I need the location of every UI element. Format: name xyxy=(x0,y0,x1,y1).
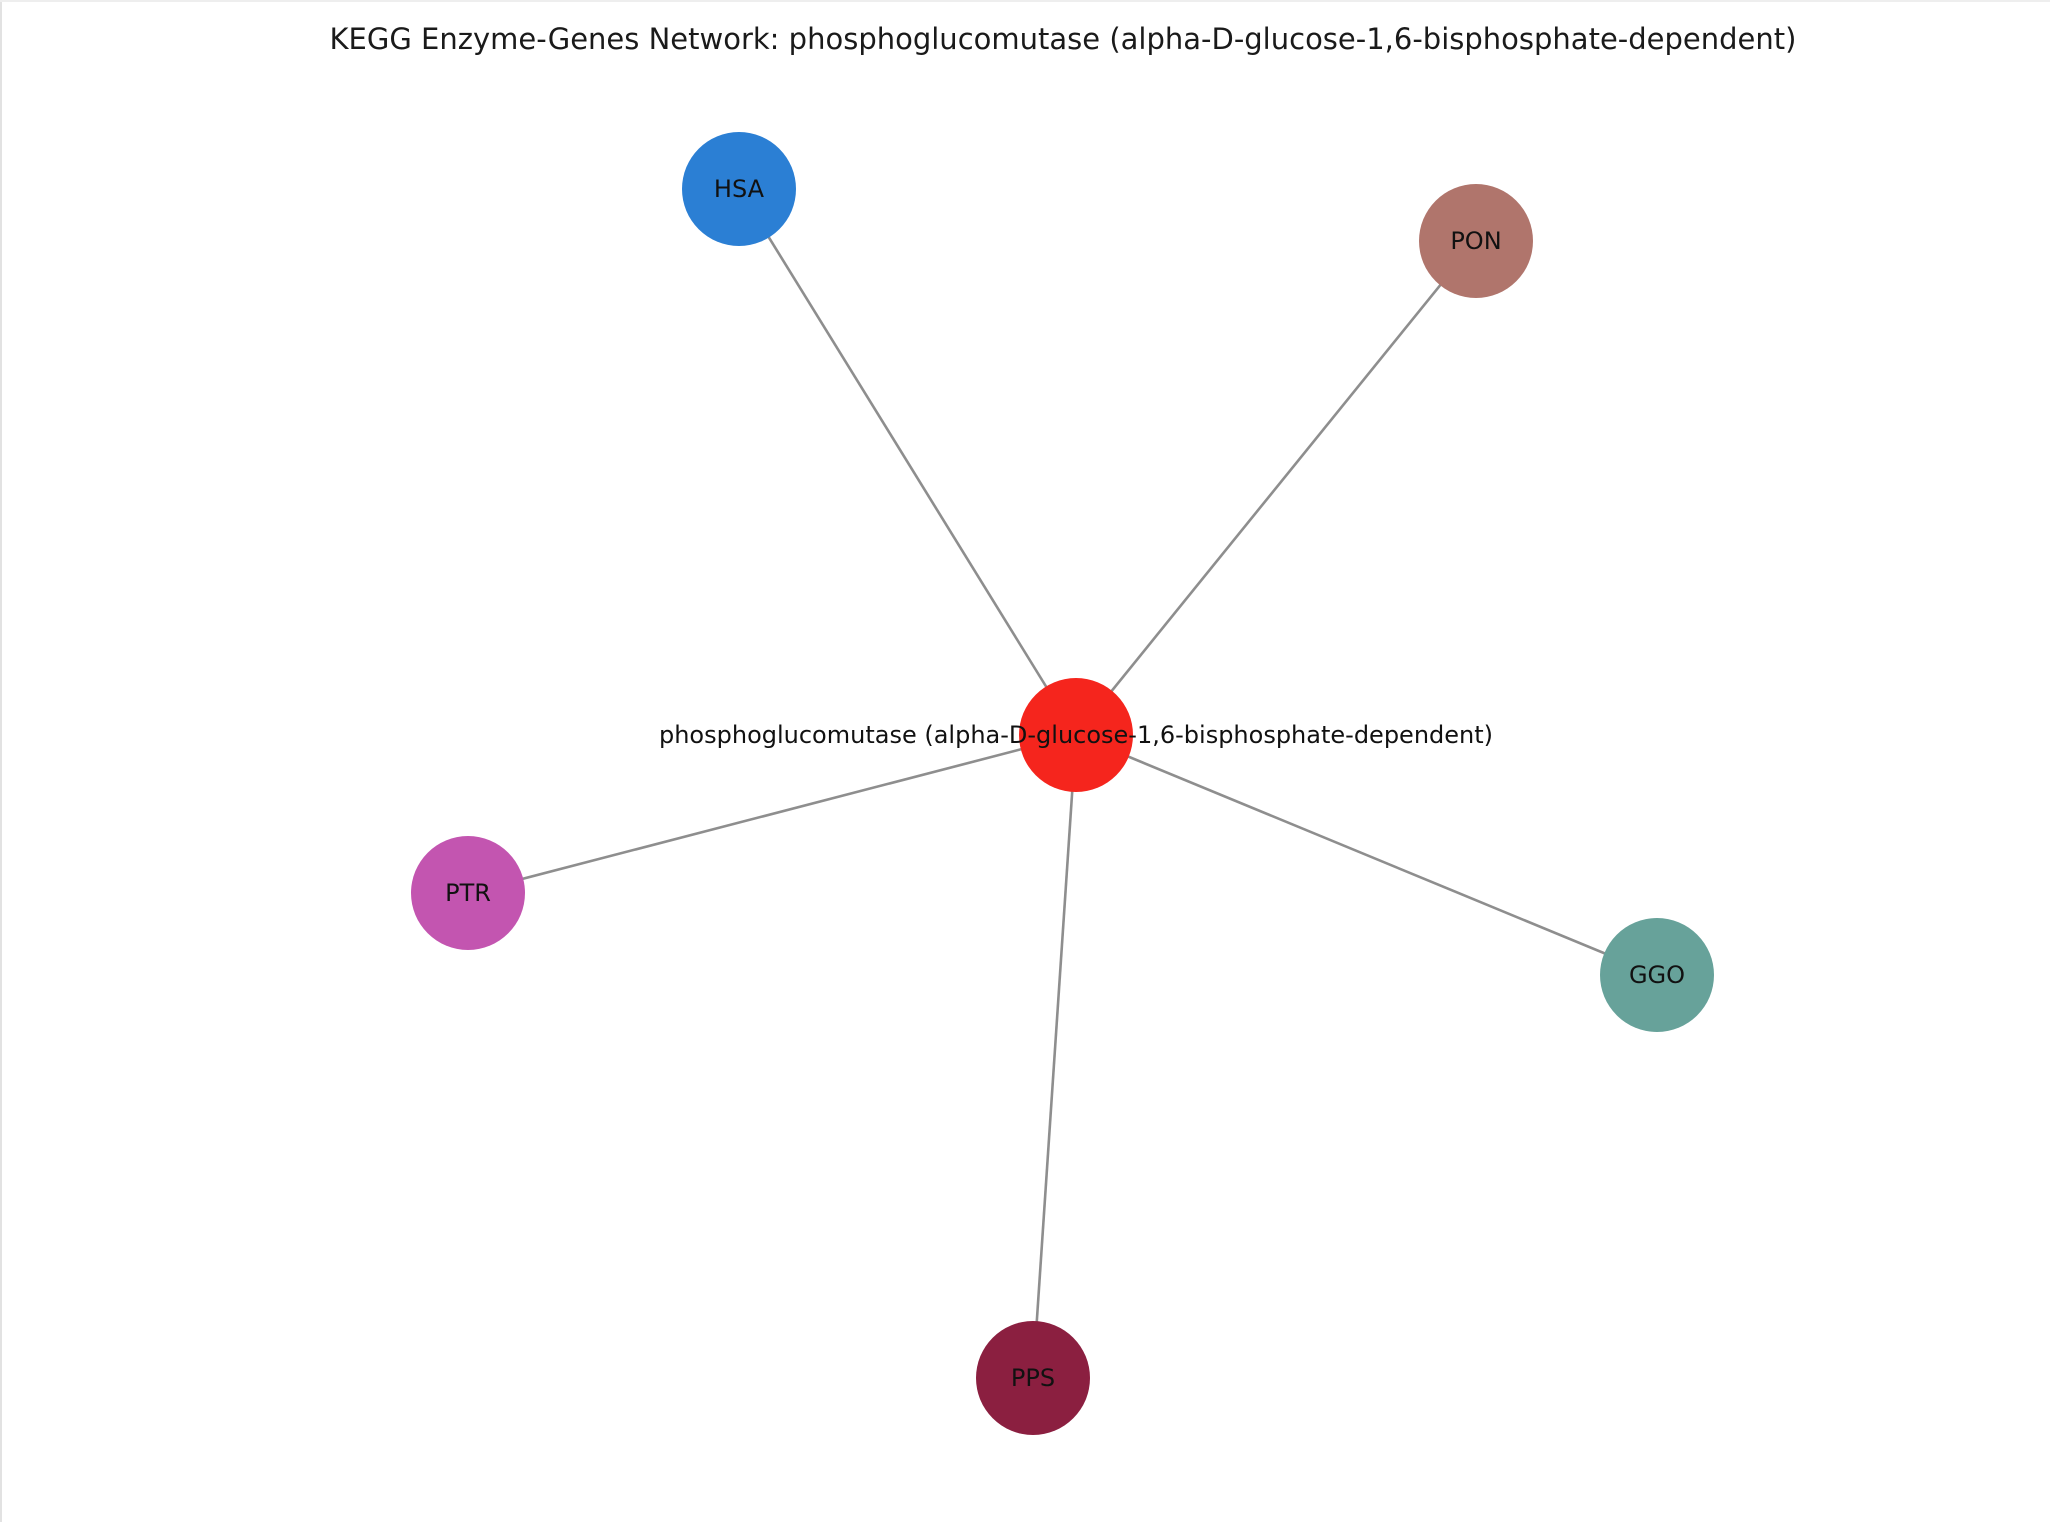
edges xyxy=(467,188,1658,1379)
node-ptr-circle[interactable] xyxy=(411,836,525,950)
node-ggo-label: GGO xyxy=(1629,961,1685,989)
edge-ptr xyxy=(467,733,1077,895)
node-hsa-circle[interactable] xyxy=(682,132,796,246)
center-node-label: phosphoglucomutase (alpha-D-glucose-1,6-… xyxy=(659,721,1493,749)
node-pps-circle[interactable] xyxy=(976,1321,1090,1435)
node-pon[interactable]: PON xyxy=(1419,184,1533,298)
node-center[interactable]: phosphoglucomutase (alpha-D-glucose-1,6-… xyxy=(659,678,1493,792)
figure-border-left xyxy=(0,0,2,1522)
node-ptr-label: PTR xyxy=(445,879,491,907)
center-node-circle[interactable] xyxy=(1019,678,1133,792)
edge-hsa xyxy=(737,188,1078,736)
node-ggo[interactable]: GGO xyxy=(1600,918,1714,1032)
node-ggo-circle[interactable] xyxy=(1600,918,1714,1032)
nodes: HSA PON PTR GGO PPS phosphoglucomutase (… xyxy=(411,132,1714,1435)
figure-title: KEGG Enzyme-Genes Network: phosphoglucom… xyxy=(330,22,1797,56)
node-hsa[interactable]: HSA xyxy=(682,132,796,246)
node-pon-circle[interactable] xyxy=(1419,184,1533,298)
edge-pon xyxy=(1074,240,1478,736)
node-hsa-label: HSA xyxy=(714,175,765,203)
edge-pps xyxy=(1031,734,1078,1379)
node-pon-label: PON xyxy=(1450,227,1501,255)
node-pps-label: PPS xyxy=(1011,1364,1055,1392)
node-ptr[interactable]: PTR xyxy=(411,836,525,950)
figure-border-top xyxy=(0,0,2050,2)
node-pps[interactable]: PPS xyxy=(976,1321,1090,1435)
edge-ggo xyxy=(1075,733,1658,977)
